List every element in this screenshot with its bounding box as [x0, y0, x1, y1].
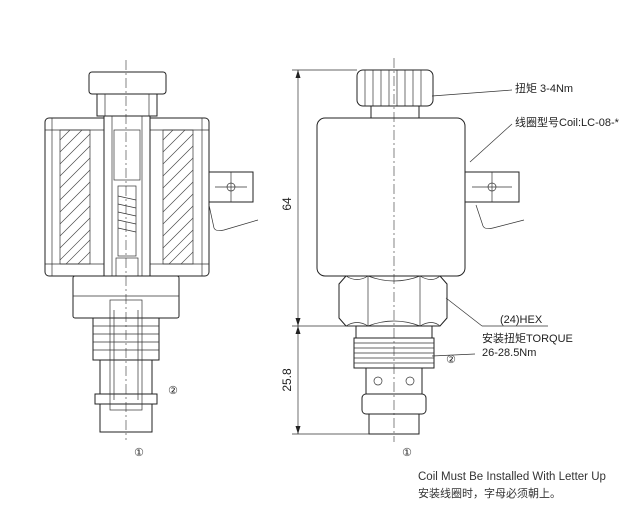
dimension-lines	[292, 69, 369, 435]
leader-lines	[431, 89, 548, 357]
install-note-english: Coil Must Be Installed With Letter Up	[418, 471, 606, 483]
port-1-left: ①	[134, 446, 144, 459]
install-note-chinese: 安装线圈时，字母必须朝上。	[418, 486, 561, 500]
exterior-view	[316, 58, 525, 442]
install-torque-label: 安装扭矩TORQUE	[482, 331, 573, 345]
install-torque-value: 26-28.5Nm	[482, 347, 536, 359]
port-2-right: ②	[446, 353, 456, 366]
torque-adjust-label: 扭矩 3-4Nm	[515, 81, 573, 95]
coil-model-label: 线圈型号Coil:LC-08-*	[515, 115, 620, 129]
dimension-overall-height: 64	[280, 197, 294, 211]
section-view	[44, 60, 259, 440]
dimension-lower-height: 25.8	[280, 368, 294, 392]
port-2-left: ②	[168, 384, 178, 397]
hex-label: (24)HEX	[500, 314, 543, 326]
port-1-right: ①	[402, 446, 412, 459]
